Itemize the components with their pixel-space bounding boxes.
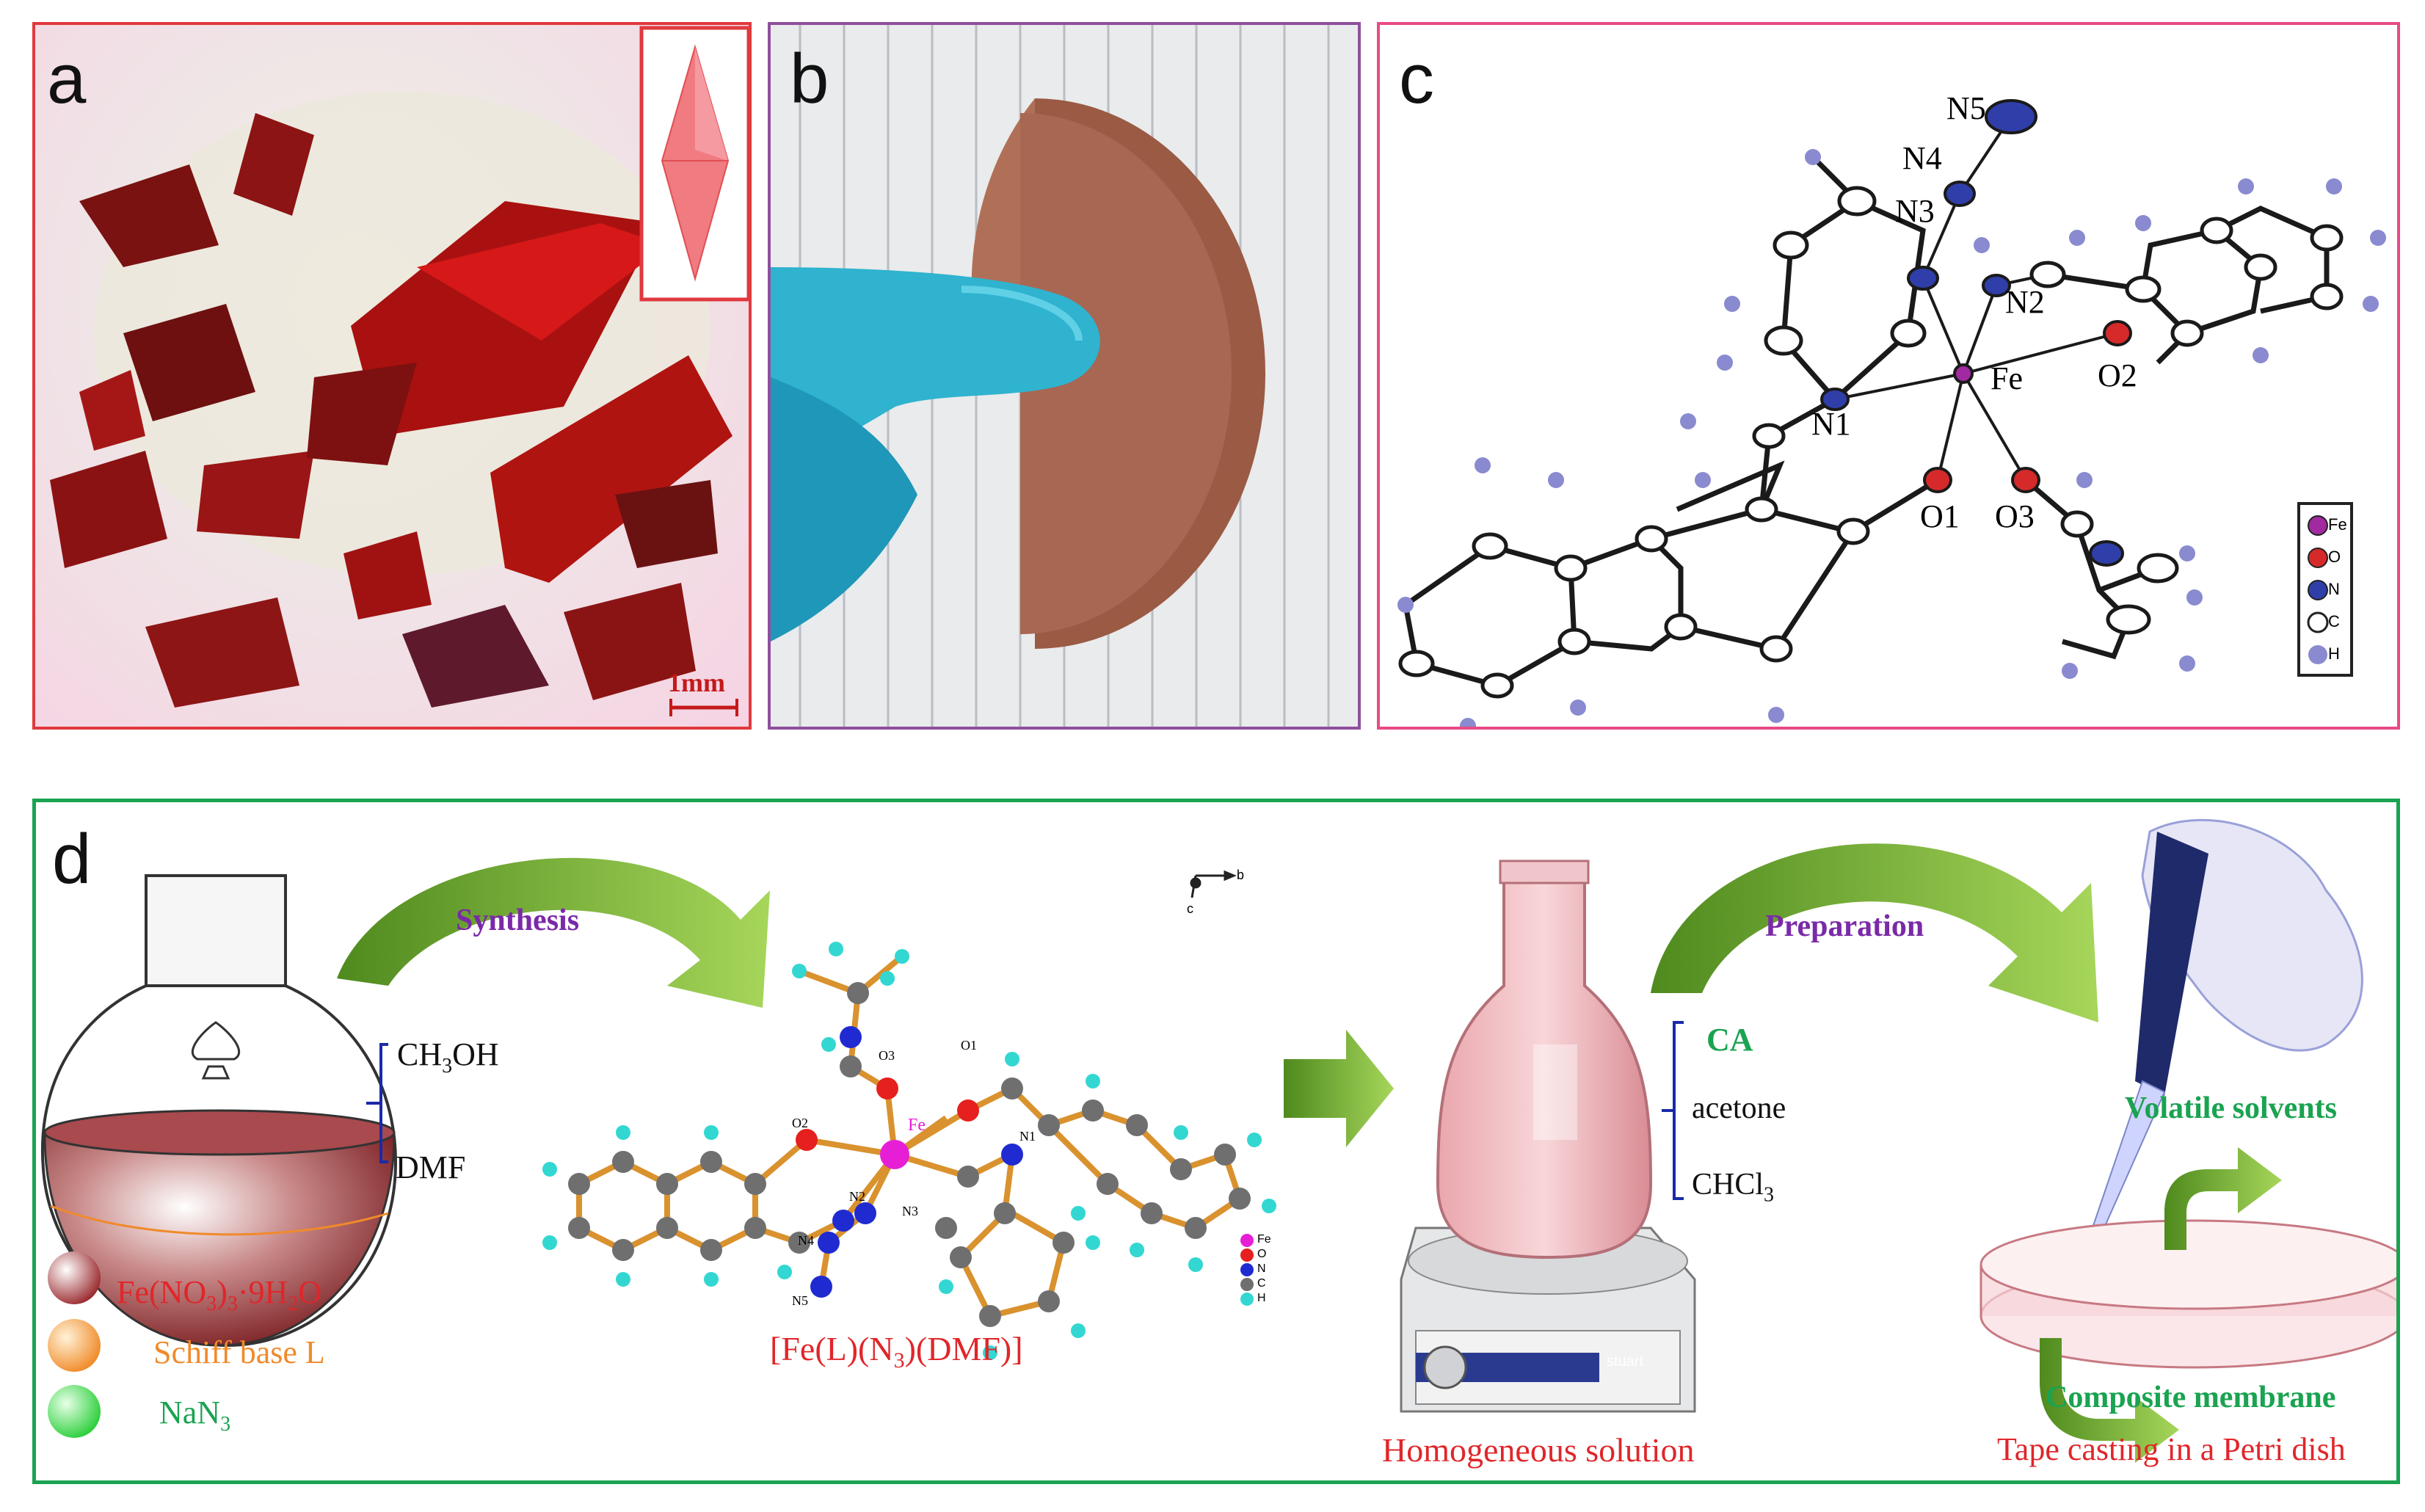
homogeneous-label: Homogeneous solution [1382,1431,1695,1469]
volatile-label: Volatile solvents [2125,1091,2337,1125]
mol-legend-fe: Fe [1257,1233,1271,1246]
reagent-schiff-base: Schiff base L [153,1334,325,1370]
vapor-arrow [2164,1147,2282,1250]
atom-label-n4: N4 [1902,140,1942,176]
mol-legend-c: C [1257,1277,1266,1290]
structure-legend [2297,502,2353,677]
panel-d: d CH3OH DMF Fe(NO3)3·9H2O Schiff base L … [32,799,2400,1484]
crystal [197,451,314,539]
solvent-ch3oh: CH3OH [397,1036,499,1077]
atom-label-n5: N5 [1946,90,1986,126]
legend-fe: Fe [2328,515,2347,534]
round-flask [40,874,398,1348]
crystal [145,597,299,708]
atom-label-n3: N3 [1895,193,1935,229]
schiff-base-ball [48,1319,101,1372]
compound-formula: [Fe(L)(N3)(DMF)] [770,1330,1023,1373]
mol-fe: Fe [908,1116,926,1135]
crystal [79,370,145,451]
mol-o2: O2 [792,1116,808,1130]
crystal [490,355,732,583]
atom-label-n2: N2 [2005,284,2045,320]
mol-o1: O1 [961,1038,977,1053]
axis-c: c [1187,901,1193,916]
mixture-chcl3: CHCl3 [1692,1168,1775,1207]
mol-n1: N1 [1019,1129,1036,1144]
solvent-bracket [366,1043,388,1163]
atom-label-o3: O3 [1995,498,2035,534]
mol-n5: N5 [792,1293,808,1308]
atom-label-n1: N1 [1811,406,1851,442]
reagent-nan3: NaN3 [159,1395,231,1436]
synthesis-label: Synthesis [456,904,580,937]
crystal [402,605,549,708]
crystal [615,480,718,568]
petri-dish [1979,1219,2396,1369]
stirrer-brand: stuart [1607,1353,1644,1370]
panel-b-label: b [790,40,829,118]
reagent-fe-nitrate: Fe(NO3)3·9H2O [117,1274,322,1315]
panel-d-label: d [52,820,92,898]
crystal [233,113,314,216]
mol-legend-h: H [1257,1292,1266,1304]
crystal [343,531,432,619]
panel-a: a 1mm [32,22,752,730]
conical-flask [1436,859,1653,1260]
membrane-arrow [2040,1338,2179,1463]
mol-legend-n: N [1257,1262,1266,1275]
hotplate-stirrer [1400,1226,1696,1413]
legend-c: C [2328,612,2340,630]
mol-n2: N2 [849,1189,865,1204]
mol-legend-o: O [1257,1248,1267,1260]
atom-label-o1: O1 [1920,498,1960,534]
axis-b: b [1237,868,1245,882]
crystal-photo [50,26,749,716]
membrane-photo [771,25,1330,727]
crystal [307,363,417,465]
pipette-hand [2082,818,2363,1259]
crystal [564,583,696,700]
atom-label-o2: O2 [2098,357,2137,393]
panel-a-label: a [47,40,87,118]
mixture-acetone: acetone [1692,1091,1786,1125]
legend-h: H [2328,644,2340,663]
solvent-dmf: DMF [396,1149,466,1185]
panel-b: b [768,22,1361,730]
preparation-arrow [1651,843,2098,1022]
atom-label-fe: Fe [1990,360,2023,396]
legend-o: O [2328,548,2341,566]
fe-salt-ball [48,1251,101,1304]
process-diagram [40,818,2396,1463]
mol-o3: O3 [879,1048,895,1063]
crystal [50,451,167,568]
tape-casting-label: Tape casting in a Petri dish [1997,1431,2346,1467]
nan3-ball [48,1385,101,1438]
block-arrow [1284,1030,1394,1147]
mixture-bracket [1662,1021,1684,1200]
mol-n3: N3 [902,1204,918,1218]
crystal [79,164,219,267]
mixture-ca: CA [1706,1022,1753,1058]
crystal [417,223,666,341]
ball-stick-molecule [542,870,1276,1360]
mol-n4: N4 [798,1233,814,1248]
scale-bar-label: 1mm [668,668,725,697]
membrane-label: Composite membrane [2046,1381,2336,1414]
preparation-label: Preparation [1765,909,1924,943]
crystal [123,304,255,421]
ortep-structure [1397,99,2386,727]
panel-c-label: c [1399,40,1434,118]
panel-c: c N5 N4 N3 N2 Fe O2 N1 O1 O3 Fe O N C H [1377,22,2400,730]
synthesis-arrow [337,857,770,1008]
legend-n: N [2328,580,2340,598]
